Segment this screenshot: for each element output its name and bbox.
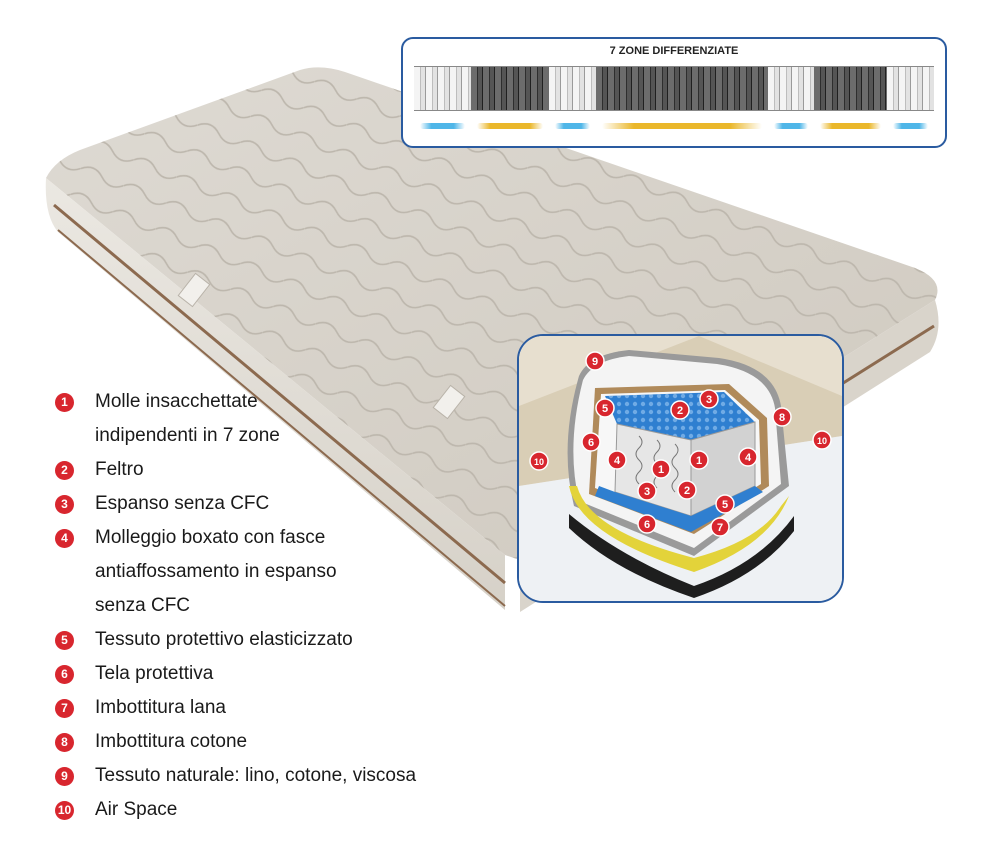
detail-marker-3: 3 [637, 481, 657, 501]
legend-number-badge: 3 [55, 495, 74, 514]
legend-text: Feltro [95, 459, 144, 480]
legend-text: Tela protettiva [95, 663, 214, 684]
legend-item-10: 10 Air Space [55, 793, 485, 827]
zone-springs [887, 66, 934, 111]
detail-marker-9: 9 [585, 351, 605, 371]
zone-firmness-bar [773, 123, 809, 129]
components-legend: 1 Molle insacchettate indipendenti in 7 z… [55, 385, 485, 827]
detail-marker-5: 5 [715, 494, 735, 514]
legend-item-2: 2 Feltro [55, 453, 485, 487]
detail-marker-label: 6 [588, 437, 594, 449]
legend-number-badge: 6 [55, 665, 74, 684]
zone-firmness-bar [555, 123, 590, 129]
detail-marker-label: 5 [602, 403, 608, 415]
legend-number-badge: 4 [55, 529, 74, 548]
detail-marker-label: 8 [779, 412, 785, 424]
legend-text: Air Space [95, 799, 178, 820]
detail-marker-10: 10 [812, 430, 832, 450]
detail-marker-5: 5 [595, 398, 615, 418]
zone-springs [549, 66, 596, 111]
legend-item-7: 7 Imbottitura lana [55, 691, 485, 725]
detail-marker-6: 6 [581, 432, 601, 452]
cutaway-illustration: 1 1 2 2 3 3 4 4 5 5 6 6 7 8 9 10 10 [519, 336, 842, 601]
zone-springs [814, 66, 888, 111]
legend-number-badge: 8 [55, 733, 74, 752]
detail-marker-label: 7 [717, 522, 723, 534]
detail-marker-4: 4 [738, 447, 758, 467]
detail-marker-label: 5 [722, 499, 728, 511]
legend-item-3: 3 Espanso senza CFC [55, 487, 485, 521]
zone-firmness-bar [477, 123, 544, 129]
detail-marker-3: 3 [699, 389, 719, 409]
legend-item-1: 1 Molle insacchettate indipendenti in 7 z… [55, 385, 485, 453]
zone-firmness-bar [820, 123, 882, 129]
zones-title: 7 ZONE DIFFERENZIATE [609, 45, 739, 57]
legend-text: Espanso senza CFC [95, 493, 270, 514]
zone-4 [595, 66, 768, 138]
legend-item-8: 8 Imbottitura cotone [55, 725, 485, 759]
detail-marker-label: 10 [534, 457, 544, 467]
detail-marker-label: 3 [706, 394, 712, 406]
zone-springs [595, 66, 768, 111]
detail-marker-label: 4 [614, 455, 621, 467]
zone-7 [887, 66, 934, 138]
detail-marker-2: 2 [670, 400, 690, 420]
zone-3 [549, 66, 596, 138]
legend-text: Tessuto naturale: lino, cotone, viscosa [95, 765, 417, 786]
zone-6 [814, 66, 888, 138]
mattress-side [45, 178, 505, 610]
legend-number-badge: 7 [55, 699, 74, 718]
detail-marker-label: 9 [592, 356, 598, 368]
detail-marker-label: 3 [644, 486, 650, 498]
spring-zones-row [414, 66, 934, 138]
legend-item-6: 6 Tela protettiva [55, 657, 485, 691]
legend-text: Tessuto protettivo elasticizzato [95, 629, 353, 650]
zones-panel: 7 ZONE DIFFERENZIATE [401, 37, 947, 148]
legend-text: Molle insacchettate indipendenti in 7 zo… [95, 391, 280, 446]
detail-marker-10: 10 [529, 451, 549, 471]
detail-marker-4: 4 [607, 450, 627, 470]
zone-firmness-bar [601, 123, 762, 129]
zone-firmness-bar [420, 123, 466, 129]
detail-marker-6: 6 [637, 514, 657, 534]
detail-marker-8: 8 [772, 407, 792, 427]
zone-1 [414, 66, 472, 138]
cutaway-detail: 1 1 2 2 3 3 4 4 5 5 6 6 7 8 9 10 10 [517, 334, 844, 603]
detail-marker-7: 7 [710, 517, 730, 537]
detail-marker-label: 4 [745, 452, 752, 464]
legend-item-5: 5 Tessuto protettivo elasticizzato [55, 623, 485, 657]
detail-marker-label: 2 [677, 405, 683, 417]
legend-number-badge: 1 [55, 393, 74, 412]
zone-firmness-bar [893, 123, 928, 129]
detail-marker-label: 1 [658, 464, 664, 476]
detail-marker-1: 1 [689, 450, 709, 470]
detail-marker-label: 1 [696, 455, 702, 467]
legend-text: Imbottitura lana [95, 697, 226, 718]
zone-springs [471, 66, 550, 111]
legend-number-badge: 10 [55, 801, 74, 820]
detail-marker-label: 6 [644, 519, 650, 531]
zone-2 [471, 66, 550, 138]
detail-marker-label: 10 [817, 436, 827, 446]
legend-item-9: 9 Tessuto naturale: lino, cotone, viscosa [55, 759, 485, 793]
zone-5 [767, 66, 815, 138]
legend-text: Imbottitura cotone [95, 731, 248, 752]
legend-number-badge: 2 [55, 461, 74, 480]
detail-marker-2: 2 [677, 480, 697, 500]
detail-marker-label: 2 [684, 485, 690, 497]
zone-springs [414, 66, 472, 111]
legend-item-4: 4 Molleggio boxato con fasce antiaffossam… [55, 521, 485, 623]
zone-springs [767, 66, 815, 111]
legend-text: Molleggio boxato con fasce antiaffossame… [95, 527, 337, 616]
legend-number-badge: 5 [55, 631, 74, 650]
legend-number-badge: 9 [55, 767, 74, 786]
detail-marker-1: 1 [651, 459, 671, 479]
